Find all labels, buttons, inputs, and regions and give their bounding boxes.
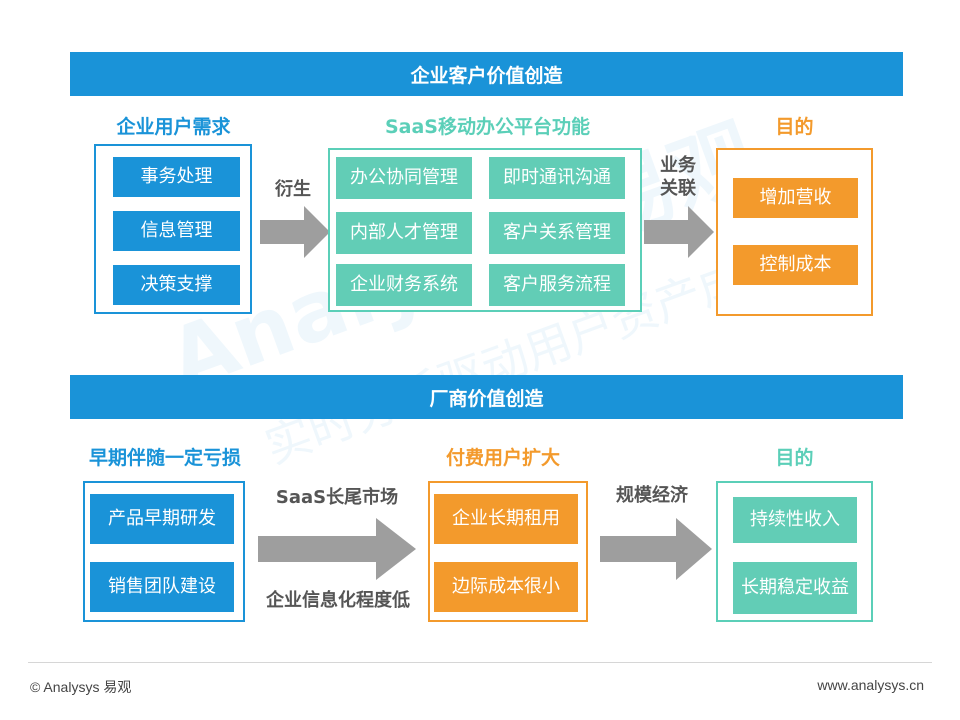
footer-divider [28,662,932,663]
paid-box-2: 边际成本很小 [434,562,578,612]
loss-box-2: 销售团队建设 [90,562,234,612]
function-box-4: 客户关系管理 [489,212,625,254]
scale-arrow [600,518,712,580]
section2-left-heading: 早期伴随一定亏损 [88,447,241,469]
need-box-2: 信息管理 [113,211,240,251]
function-box-3: 内部人才管理 [336,212,472,254]
business-label-line2: 关联 [660,178,696,199]
goal-box-2: 控制成本 [733,245,858,285]
section1-left-heading: 企业用户需求 [116,116,231,138]
section1-right-heading: 目的 [775,116,814,138]
business-label-line1: 业务 [660,155,696,176]
purpose-box-1: 持续性收入 [733,497,857,543]
section2-middle-heading: 付费用户扩大 [445,447,560,469]
footer-copyright: © Analysys 易观 [30,679,132,695]
derive-arrow [260,206,330,258]
business-arrow [644,206,714,258]
section2-right-heading: 目的 [775,447,814,469]
function-box-2: 即时通讯沟通 [489,157,625,199]
scale-label: 规模经济 [616,485,688,506]
section1-middle-heading: SaaS移动办公平台功能 [384,116,590,138]
need-box-1: 事务处理 [113,157,240,197]
function-box-1: 办公协同管理 [336,157,472,199]
paid-box-1: 企业长期租用 [434,494,578,544]
loss-box-1: 产品早期研发 [90,494,234,544]
low-informatization-label: 企业信息化程度低 [266,590,410,611]
goal-box-1: 增加营收 [733,178,858,218]
function-box-6: 客户服务流程 [489,264,625,306]
footer-website[interactable]: www.analysys.cn [817,677,924,693]
function-box-5: 企业财务系统 [336,264,472,306]
need-box-3: 决策支撑 [113,265,240,305]
section1-right-frame [716,148,873,316]
longtail-label: SaaS长尾市场 [275,487,399,508]
longtail-arrow [258,518,416,580]
section1-banner: 企业客户价值创造 [70,52,903,96]
purpose-box-2: 长期稳定收益 [733,562,857,614]
derive-label: 衍生 [275,179,311,200]
section2-banner: 厂商价值创造 [70,375,903,419]
